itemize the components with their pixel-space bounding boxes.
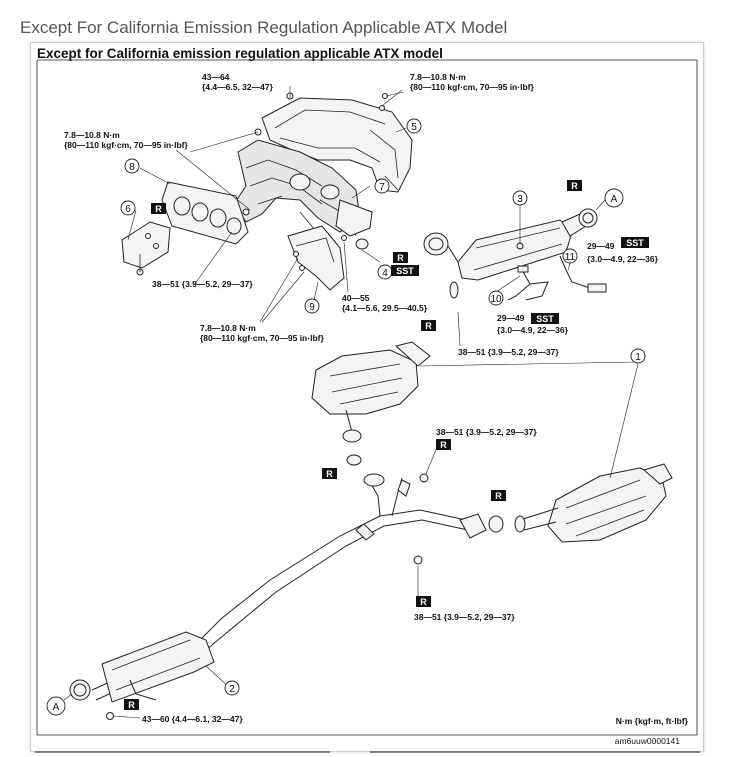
svg-text:A: A bbox=[53, 702, 60, 713]
replace-badge: R bbox=[393, 252, 408, 263]
page-heading: Except For California Emission Regulatio… bbox=[20, 18, 508, 37]
replace-badge: R bbox=[436, 439, 451, 450]
callout-7: 7 bbox=[374, 178, 390, 194]
torque-label: {4.4—6.5, 32—47} bbox=[202, 82, 274, 92]
lower-insulator bbox=[287, 225, 347, 291]
oxygen-sensor-rear bbox=[559, 255, 607, 293]
front-pipe-resonator bbox=[69, 631, 215, 720]
sst-badge: SST bbox=[621, 237, 649, 248]
torque-label: 7.8—10.8 N·m bbox=[200, 323, 256, 333]
torque-label: {80—110 kgf·cm, 70—95 in·lbf} bbox=[410, 82, 534, 92]
replace-badge: R bbox=[421, 320, 436, 331]
diagram-title: Except for California emission regulatio… bbox=[37, 46, 443, 61]
replace-badge: R bbox=[151, 203, 166, 214]
svg-text:3: 3 bbox=[517, 194, 523, 205]
connector-a-upper: A bbox=[595, 188, 624, 211]
torque-label: {4.1—5.6, 29.5—40.5} bbox=[342, 303, 428, 313]
torque-label: 43—60 {4.4—6.1, 32—47} bbox=[142, 714, 243, 724]
callout-3: 3 bbox=[512, 190, 528, 206]
sst-badge: SST bbox=[391, 265, 419, 276]
svg-text:R: R bbox=[397, 253, 404, 263]
manifold-bracket bbox=[121, 221, 171, 276]
torque-label: 29—49 bbox=[497, 313, 525, 323]
converter-gasket bbox=[355, 232, 449, 256]
svg-text:SST: SST bbox=[396, 266, 414, 276]
sst-badge: SST bbox=[531, 313, 559, 324]
connector-a-lower: A bbox=[46, 693, 73, 716]
callout-6: 6 bbox=[120, 200, 136, 216]
figure-code: am6uuw0000141 bbox=[615, 736, 680, 746]
svg-text:SST: SST bbox=[536, 314, 554, 324]
torque-label: 38—51 {3.9—5.2, 29—37} bbox=[458, 347, 559, 357]
callout-9: 9 bbox=[304, 298, 320, 314]
callout-1: 1 bbox=[630, 348, 646, 364]
replace-badge: R bbox=[416, 596, 431, 607]
svg-text:R: R bbox=[425, 321, 432, 331]
oxygen-sensor-front bbox=[507, 265, 549, 301]
svg-text:11: 11 bbox=[565, 252, 576, 263]
svg-text:10: 10 bbox=[490, 294, 502, 305]
replace-badge: R bbox=[124, 699, 139, 710]
replace-badge: R bbox=[322, 468, 337, 479]
replace-badge: R bbox=[491, 490, 506, 501]
callout-4: 4 bbox=[377, 264, 393, 280]
svg-text:4: 4 bbox=[382, 268, 388, 279]
svg-text:R: R bbox=[571, 181, 578, 191]
torque-label: {3.0—4.9, 22—36} bbox=[497, 325, 569, 335]
svg-text:SST: SST bbox=[626, 238, 644, 248]
torque-label: {3.0—4.9, 22—36} bbox=[587, 254, 659, 264]
svg-text:R: R bbox=[495, 491, 502, 501]
main-silencer-upper bbox=[311, 341, 431, 466]
svg-text:8: 8 bbox=[129, 162, 135, 173]
torque-label: {80—110 kgf·cm, 70—95 in·lbf} bbox=[200, 333, 324, 343]
torque-label: 38—51 {3.9—5.2, 29—37} bbox=[414, 612, 515, 622]
callout-2: 2 bbox=[224, 680, 240, 696]
torque-label: 29—49 bbox=[587, 241, 615, 251]
torque-label: 38—51 {3.9—5.2, 29—37} bbox=[152, 279, 253, 289]
svg-text:A: A bbox=[611, 194, 618, 205]
exhaust-manifold bbox=[233, 128, 373, 251]
svg-text:6: 6 bbox=[125, 204, 131, 215]
svg-text:R: R bbox=[440, 440, 447, 450]
svg-text:7: 7 bbox=[379, 182, 385, 193]
manifold-gasket bbox=[161, 181, 249, 245]
svg-text:2: 2 bbox=[229, 684, 235, 695]
svg-text:R: R bbox=[128, 700, 135, 710]
main-silencer-lower bbox=[413, 463, 673, 565]
heat-insulator bbox=[261, 92, 413, 193]
torque-label: 43—64 bbox=[202, 72, 230, 82]
svg-text:R: R bbox=[420, 597, 427, 607]
callout-5: 5 bbox=[406, 118, 422, 134]
torque-label: 38—51 {3.9—5.2, 29—37} bbox=[436, 427, 537, 437]
svg-text:1: 1 bbox=[635, 352, 641, 363]
callout-8: 8 bbox=[124, 158, 140, 174]
torque-label: 40—55 bbox=[342, 293, 370, 303]
callout-11: 11 bbox=[562, 248, 578, 264]
torque-label: 7.8—10.8 N·m bbox=[410, 72, 466, 82]
svg-text:R: R bbox=[155, 204, 162, 214]
torque-label: {80—110 kgf·cm, 70—95 in·lbf} bbox=[64, 140, 188, 150]
units-label: N·m {kgf·m, ft·lbf} bbox=[616, 716, 689, 726]
callout-10: 10 bbox=[488, 290, 504, 306]
svg-text:R: R bbox=[326, 469, 333, 479]
replace-badge: R bbox=[567, 180, 582, 191]
torque-label: 7.8—10.8 N·m bbox=[64, 130, 120, 140]
svg-text:9: 9 bbox=[309, 302, 315, 313]
catalytic-converter bbox=[447, 208, 598, 299]
svg-text:5: 5 bbox=[411, 122, 417, 133]
